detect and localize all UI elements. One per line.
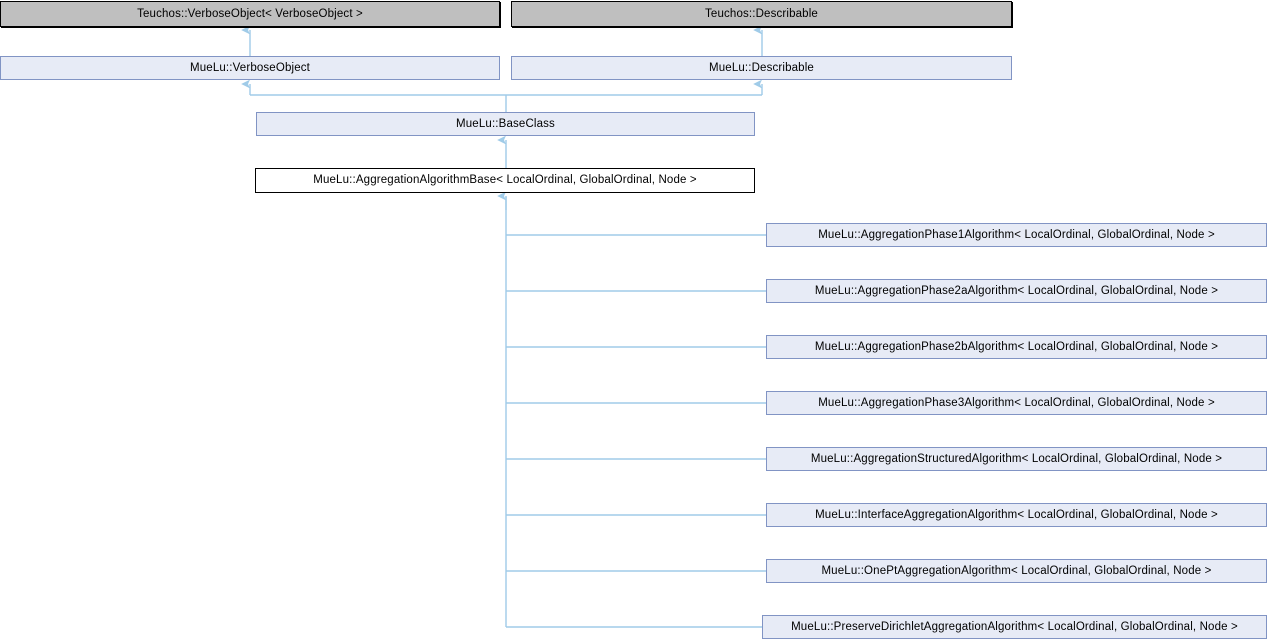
class-node-muelu-aggregationphase2balgorithm[interactable]: MueLu::AggregationPhase2bAlgorithm< Loca… (766, 335, 1267, 359)
class-node-teuchos-verboseobject[interactable]: Teuchos::VerboseObject< VerboseObject > (0, 1, 500, 27)
class-node-muelu-aggregationphase3algorithm[interactable]: MueLu::AggregationPhase3Algorithm< Local… (766, 391, 1267, 415)
class-node-label: MueLu::AggregationPhase2aAlgorithm< Loca… (814, 284, 1219, 297)
class-node-label: Teuchos::VerboseObject< VerboseObject > (137, 7, 363, 20)
class-node-muelu-describable[interactable]: MueLu::Describable (511, 56, 1012, 80)
class-node-muelu-baseclass[interactable]: MueLu::BaseClass (256, 112, 755, 136)
class-node-label: MueLu::AggregationPhase2bAlgorithm< Loca… (814, 340, 1219, 353)
class-node-label: MueLu::InterfaceAggregationAlgorithm< Lo… (815, 508, 1218, 521)
class-node-muelu-aggregationphase1algorithm[interactable]: MueLu::AggregationPhase1Algorithm< Local… (766, 223, 1267, 247)
class-node-muelu-aggregationphase2aalgorithm[interactable]: MueLu::AggregationPhase2aAlgorithm< Loca… (766, 279, 1267, 303)
class-node-muelu-aggregationalgorithmbase[interactable]: MueLu::AggregationAlgorithmBase< LocalOr… (255, 168, 755, 193)
class-node-label: MueLu::OnePtAggregationAlgorithm< LocalO… (821, 564, 1212, 577)
class-node-muelu-verboseobject[interactable]: MueLu::VerboseObject (0, 56, 500, 80)
class-node-label: MueLu::AggregationStructuredAlgorithm< L… (810, 452, 1223, 465)
class-node-label: MueLu::AggregationAlgorithmBase< LocalOr… (313, 174, 697, 187)
class-node-label: MueLu::Describable (709, 61, 814, 74)
class-node-label: MueLu::AggregationPhase3Algorithm< Local… (818, 396, 1215, 409)
class-node-label: MueLu::BaseClass (456, 117, 555, 130)
class-node-muelu-oneptaggregationalgorithm[interactable]: MueLu::OnePtAggregationAlgorithm< LocalO… (766, 559, 1267, 583)
class-node-label: MueLu::PreserveDirichletAggregationAlgor… (791, 620, 1238, 633)
class-node-muelu-preservedirichletaggregationalgorithm[interactable]: MueLu::PreserveDirichletAggregationAlgor… (762, 615, 1267, 639)
class-node-label: Teuchos::Describable (705, 7, 818, 20)
class-node-label: MueLu::AggregationPhase1Algorithm< Local… (818, 228, 1215, 241)
class-node-muelu-interfaceaggregationalgorithm[interactable]: MueLu::InterfaceAggregationAlgorithm< Lo… (766, 503, 1267, 527)
class-node-label: MueLu::VerboseObject (190, 61, 310, 74)
class-node-teuchos-describable[interactable]: Teuchos::Describable (511, 1, 1012, 27)
class-node-muelu-aggregationstructuredalgorithm[interactable]: MueLu::AggregationStructuredAlgorithm< L… (766, 447, 1267, 471)
